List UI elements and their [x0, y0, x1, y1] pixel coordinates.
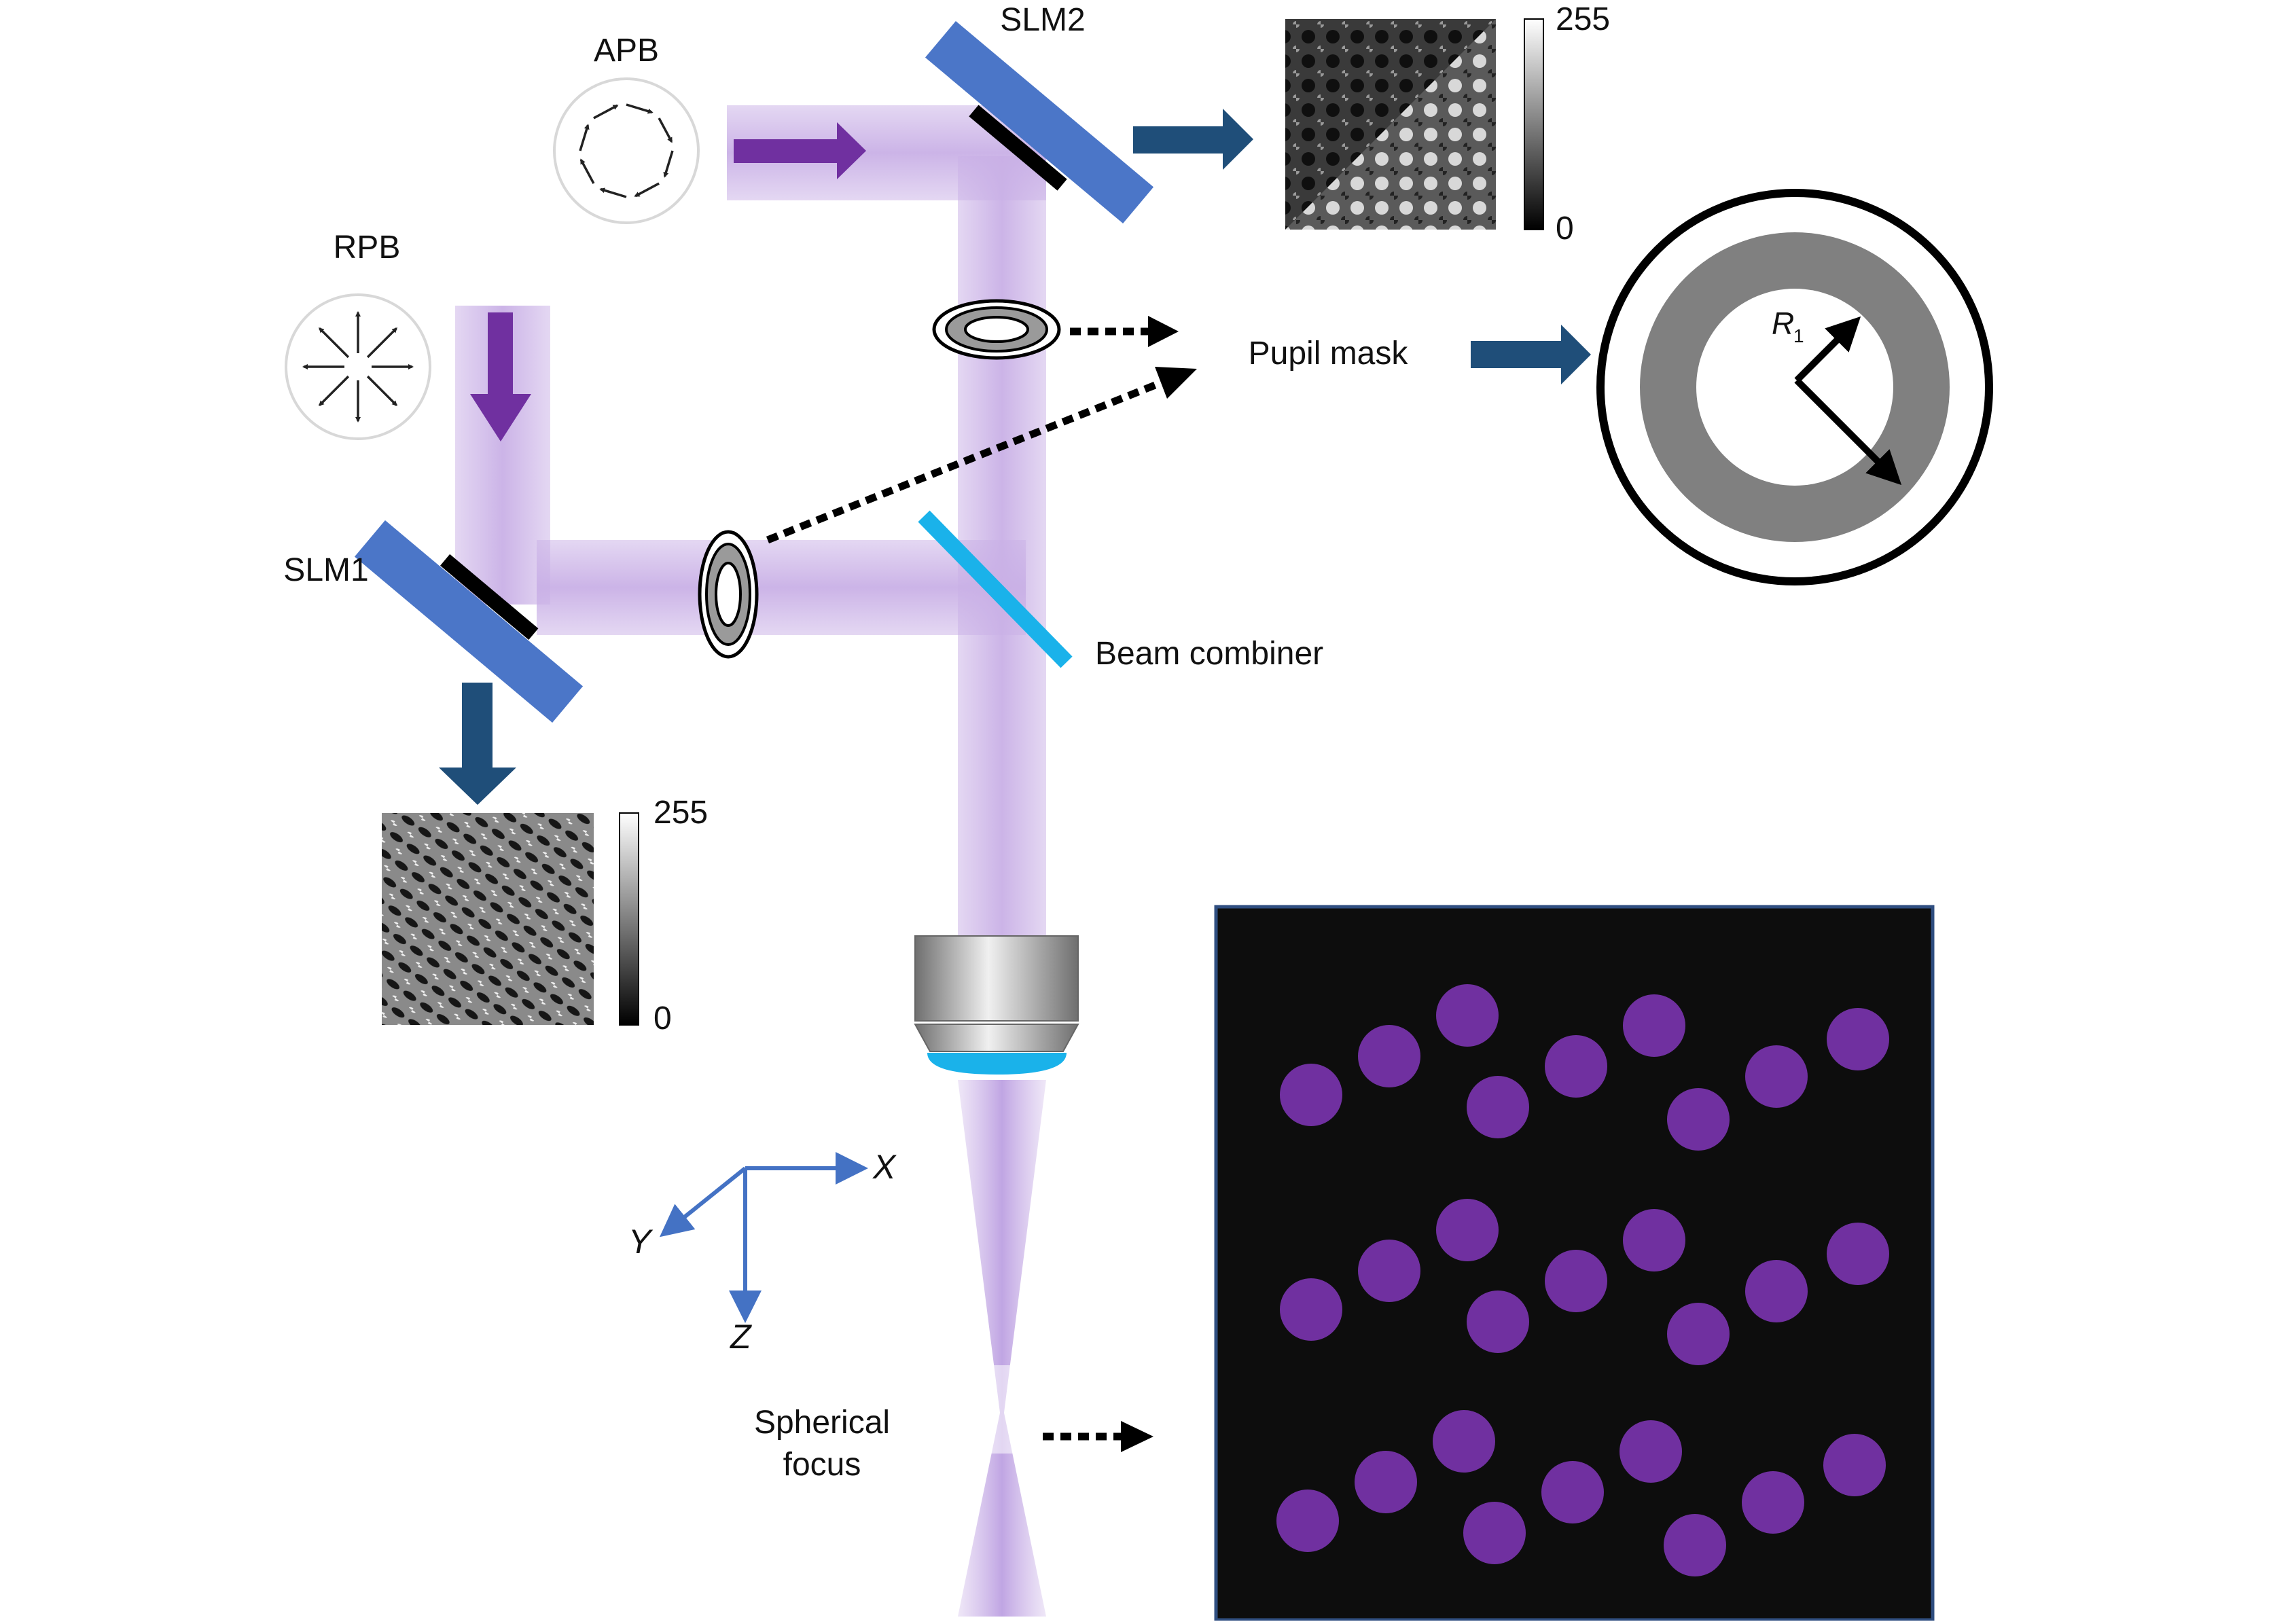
focal-spot [1467, 1291, 1529, 1353]
r2-label: R [1791, 420, 1813, 455]
focal-spot [1436, 1199, 1499, 1261]
focal-spot-array [1276, 984, 1889, 1576]
r1-arrow [1794, 316, 1861, 383]
y-axis-label: Y [628, 1223, 654, 1261]
focal-spot [1280, 1278, 1342, 1341]
apb-arrow [599, 187, 627, 198]
focal-spot [1467, 1076, 1529, 1138]
colorbar-top-min: 0 [1556, 211, 1574, 247]
pupil-mask-diagram [1596, 189, 1993, 585]
spherical-focus-label-line1: Spherical [754, 1405, 890, 1441]
apb-arrow [663, 150, 674, 178]
apb-arrow [579, 158, 595, 184]
pupil-mask-top-ring [932, 299, 1061, 360]
beam-combiner-label: Beam combiner [1095, 636, 1323, 672]
colorbar-bottom-max: 255 [654, 795, 708, 831]
rpb-label: RPB [334, 230, 401, 266]
rpb-arrow [319, 375, 350, 406]
focal-spot [1276, 1490, 1339, 1552]
focal-spot [1545, 1250, 1607, 1312]
beam-combiner-mirror [918, 510, 1073, 668]
focal-spot [1433, 1410, 1495, 1473]
dotted-arrow-diagonal [766, 376, 1169, 544]
focal-spot [1827, 1008, 1889, 1070]
focal-spot [1745, 1260, 1808, 1322]
colorbar-bottom-min: 0 [654, 1000, 672, 1036]
purple-arrow-down-icon [470, 312, 531, 441]
r2-arrow [1794, 378, 1902, 486]
dotted-arrow-focus-head-icon [1121, 1421, 1153, 1452]
z-axis-label: Z [730, 1318, 752, 1356]
focal-spot [1463, 1502, 1526, 1564]
colorbar-bottom [619, 812, 639, 1026]
focal-spot [1623, 994, 1685, 1057]
slm2-label: SLM2 [1000, 2, 1085, 38]
slm2-modulator [925, 21, 1154, 223]
beam-focus-cone [958, 1080, 1046, 1617]
focal-spot [1667, 1088, 1730, 1151]
dotted-arrow-top-head-icon [1148, 316, 1179, 347]
beam-middle-horizontal [537, 540, 1026, 635]
blue-arrow-slm2-icon [1133, 109, 1253, 170]
blue-arrow-slm1-icon [439, 683, 516, 805]
focal-spot [1619, 1420, 1682, 1483]
focal-spot [1545, 1035, 1607, 1098]
focus-point [978, 1365, 1026, 1454]
pupil-mask-side-ring [698, 530, 759, 659]
focal-spot [1823, 1434, 1886, 1496]
rpb-polarization-icon [285, 293, 431, 440]
spherical-focus-label-line2: focus [783, 1447, 861, 1483]
beam-lower-vertical [958, 543, 1046, 937]
apb-label: APB [594, 33, 659, 69]
focal-spot [1827, 1223, 1889, 1285]
pupil-mask-label: Pupil mask [1249, 336, 1409, 372]
rpb-arrow [319, 327, 350, 359]
focal-spot [1355, 1451, 1417, 1513]
dotted-arrow-diagonal-head-icon [1155, 367, 1197, 399]
blue-arrow-pupil-icon [1471, 325, 1591, 384]
focal-spot [1623, 1209, 1685, 1271]
objective-lens [914, 935, 1079, 1075]
focal-spot [1667, 1303, 1730, 1365]
focal-spot [1745, 1045, 1808, 1108]
rpb-arrow [366, 327, 397, 359]
slm2-phase-hologram [1285, 19, 1496, 230]
rpb-arrow [366, 375, 397, 406]
slm1-label: SLM1 [283, 552, 368, 588]
colorbar-top [1524, 18, 1544, 230]
slm1-modulator [354, 520, 584, 723]
coordinate-axes [659, 1152, 868, 1323]
y-axis [659, 1166, 747, 1238]
purple-arrow-right-icon [734, 122, 866, 179]
r1-subscript: 1 [1793, 325, 1804, 346]
focal-spot [1541, 1461, 1604, 1523]
focal-spot [1436, 984, 1499, 1047]
apb-arrow [626, 103, 654, 114]
focal-spot [1280, 1064, 1342, 1126]
apb-arrow [593, 104, 619, 120]
focal-spot [1358, 1025, 1420, 1087]
r1-label: R [1772, 306, 1794, 341]
apb-arrow [579, 124, 590, 151]
slm1-phase-hologram [382, 813, 594, 1025]
colorbar-top-max: 255 [1556, 1, 1610, 37]
r2-subscript: 2 [1812, 439, 1823, 461]
apb-arrow [634, 182, 660, 198]
apb-arrow [658, 118, 673, 143]
x-axis-label: X [872, 1148, 897, 1186]
focal-spot [1742, 1471, 1804, 1534]
apb-polarization-icon [553, 77, 700, 224]
focal-spot [1664, 1514, 1726, 1576]
focal-spot [1358, 1240, 1420, 1302]
